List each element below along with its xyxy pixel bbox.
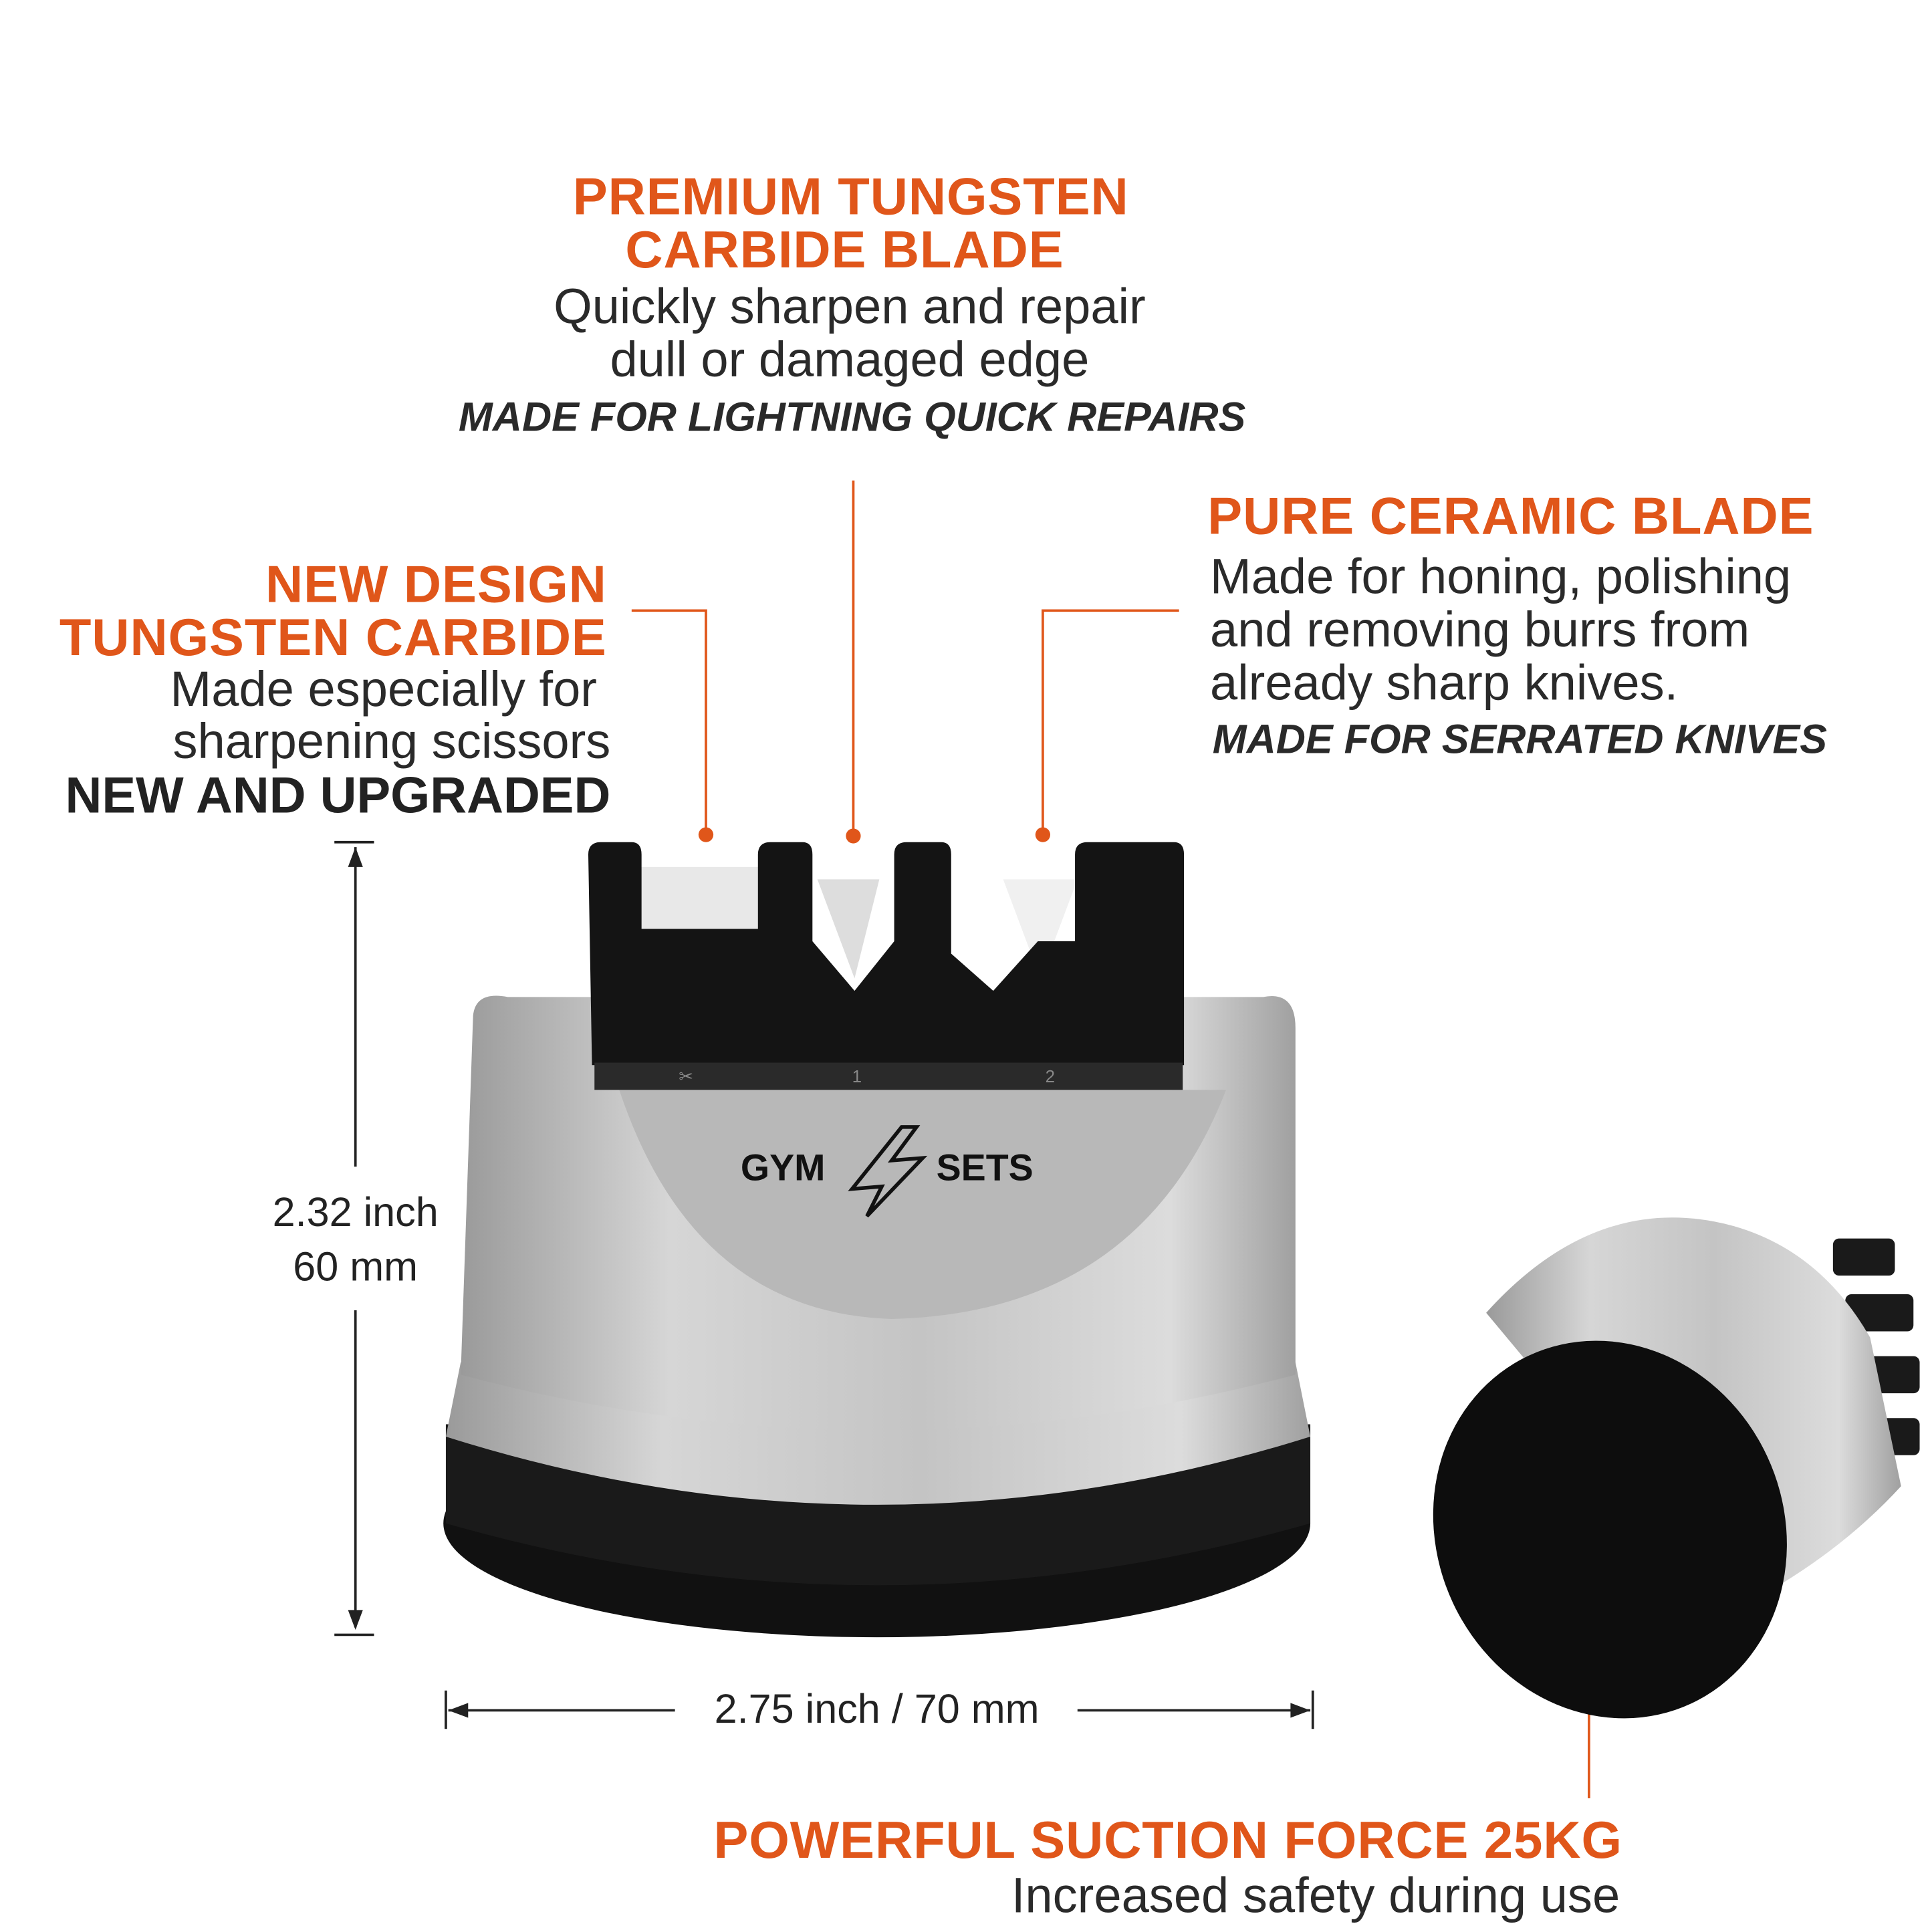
- top-callout-desc-2: dull or damaged edge: [610, 333, 1090, 388]
- bottom-callout-desc: Increased safety during use: [1011, 1868, 1620, 1924]
- dimension-lines: [334, 840, 1314, 1729]
- bottom-callout-title: POWERFUL SUCTION FORCE 25KG: [713, 1810, 1622, 1869]
- left-callout-desc-1: Made especially for: [170, 662, 597, 717]
- left-callout-desc-2: sharpening scissors: [172, 714, 611, 769]
- right-callout-tagline: MADE FOR SERRATED KNIVES: [1212, 715, 1828, 762]
- sharpener-main: [443, 842, 1311, 1638]
- top-callout-tagline: MADE FOR LIGHTNING QUICK REPAIRS: [458, 394, 1246, 440]
- brand-logo-right: SETS: [936, 1148, 1034, 1189]
- slot-label-2: 2: [1045, 1066, 1056, 1086]
- right-callout-desc-3: already sharp knives.: [1209, 656, 1679, 711]
- right-callout-desc-1: Made for honing, polishing: [1209, 550, 1792, 605]
- width-label: 2.75 inch / 70 mm: [714, 1685, 1040, 1731]
- left-callout-title-2: TUNGSTEN CARBIDE: [59, 608, 607, 667]
- slot-label-1: 1: [852, 1066, 862, 1086]
- height-mm-label: 60 mm: [293, 1243, 418, 1290]
- left-callout-tagline: NEW AND UPGRADED: [65, 766, 611, 824]
- top-callout-desc-1: Quickly sharpen and repair: [554, 279, 1146, 335]
- bolt-logo-icon: [848, 1125, 928, 1218]
- sharpener-bottom-view: [1433, 1217, 1920, 1719]
- right-callout-title: PURE CERAMIC BLADE: [1207, 487, 1814, 546]
- slot-label-scissors: ✂: [679, 1066, 693, 1086]
- top-callout-title-1: PREMIUM TUNGSTEN: [572, 167, 1129, 226]
- height-inch-label: 2.32 inch: [272, 1189, 439, 1235]
- right-callout-desc-2: and removing burrs from: [1209, 603, 1750, 658]
- left-callout-title-1: NEW DESIGN: [265, 554, 607, 614]
- top-callout-title-2: CARBIDE BLADE: [625, 220, 1064, 279]
- brand-logo-left: GYM: [740, 1148, 826, 1189]
